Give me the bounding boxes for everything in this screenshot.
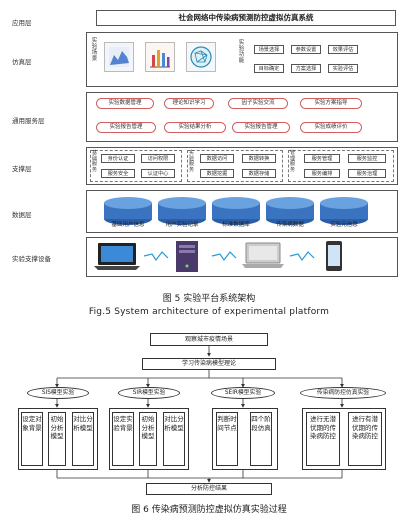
- figure-6-caption: 图 6 传染病预测防控虚拟仿真实验过程: [131, 505, 287, 515]
- sim-function-1: 场景选择: [254, 45, 284, 54]
- sim-function-4: 目标确定: [254, 64, 284, 73]
- database-icon: [158, 197, 206, 225]
- database-icon: [104, 197, 152, 225]
- sim-function-6: 实验评估: [328, 64, 358, 73]
- sir-step-1: 设定实验背景: [112, 412, 134, 466]
- databases-drawing: [104, 197, 368, 225]
- laptop-icon: [94, 243, 140, 270]
- sim-function-3: 效果评估: [328, 45, 358, 54]
- step-learn-theory: 学习传染病模型理论: [142, 358, 276, 370]
- step-analyze-results: 分析防控结果: [146, 483, 272, 495]
- device-layer-box: [86, 237, 398, 277]
- database-icon: [212, 197, 260, 225]
- network-globe-icon: [186, 42, 216, 72]
- support-item-cert: 认证中心: [141, 169, 175, 178]
- database-label-1: 基础用户信息: [111, 222, 145, 228]
- support-item-security: 服务安全: [101, 169, 135, 178]
- database-icon: [266, 197, 314, 225]
- service-item-6: 实验结果分析: [164, 122, 226, 133]
- sim-function-2: 参数设置: [291, 45, 321, 54]
- phone-icon: [326, 241, 342, 271]
- service-item-3: 因子实验交流: [228, 98, 288, 109]
- support-item-auth: 身份认证: [101, 154, 135, 163]
- service-item-4: 实验方案指导: [300, 98, 362, 109]
- sim-function-5: 方案选择: [291, 64, 321, 73]
- devices-drawing: [94, 241, 342, 272]
- layer-label-app: 应用层: [12, 19, 32, 27]
- layer-label-service: 通用服务层: [12, 117, 45, 125]
- server-icon: [176, 241, 198, 272]
- support-group-basic: [90, 150, 182, 182]
- support-group-exp: [187, 150, 283, 182]
- support-group-mgmt: [288, 150, 394, 182]
- service-item-5: 实验报告管理: [96, 122, 156, 133]
- seir-step-2: 四个阶段仿真: [250, 412, 272, 466]
- sis-step-3: 对比分析模型: [72, 412, 94, 466]
- layer-label-data: 数据层: [12, 211, 32, 219]
- sis-step-1: 设定对象背景: [21, 412, 43, 466]
- figure-5-caption-en: Fig.5 System architecture of experimenta…: [88, 307, 330, 317]
- database-icon: [320, 197, 368, 225]
- sim-layer-box: [86, 32, 398, 87]
- support-item-data-convert: 数据转换: [242, 154, 276, 163]
- service-item-8: 实验成绩评价: [300, 122, 362, 133]
- service-item-2: 理论知识学习: [164, 98, 214, 109]
- support-item-access: 访问权限: [141, 154, 175, 163]
- support-item-data-access: 数据访问: [200, 154, 234, 163]
- support-group-exp-label: 实验服务: [188, 150, 194, 173]
- service-item-7: 实验报告管理: [232, 122, 290, 133]
- figure-5-caption-cn: 图 5 实验平台系统架构: [162, 294, 256, 304]
- layer-label-support: 支撑层: [12, 165, 32, 173]
- control-step-1: 进行无潜伏期的传染病防控: [306, 412, 340, 466]
- branch-control-sim: 传染病防控仿真实验: [300, 387, 386, 399]
- branch-sir: SIR模型实验: [118, 387, 180, 399]
- support-item-svc-gov: 服务治理: [348, 169, 386, 178]
- system-title: 社会网络中传染病预测防控虚拟仿真系统: [96, 10, 396, 26]
- line-chart-icon: [104, 42, 134, 72]
- support-item-data-store: 数据存储: [242, 169, 276, 178]
- database-label-5: 实验元信息: [330, 222, 358, 228]
- support-layer-box: [86, 147, 398, 185]
- branch-seir: SEIR模型实验: [211, 387, 275, 399]
- branch-sis: SIS模型实验: [27, 387, 89, 399]
- support-item-svc-mgmt: 服务管理: [304, 154, 340, 163]
- sim-left-label: 实验场景: [91, 38, 98, 62]
- support-item-svc-orch: 服务编排: [304, 169, 340, 178]
- sir-step-3: 对比分析模型: [163, 412, 185, 466]
- seir-step-1: 判断时间节点: [216, 412, 238, 466]
- sis-step-2: 初始分析模型: [48, 412, 66, 466]
- network-link-icon: [143, 251, 315, 262]
- support-group-mgmt-label: 管理服务: [289, 150, 295, 173]
- service-item-1: 实验数据管理: [96, 98, 154, 109]
- sim-right-label: 实验功能: [238, 40, 245, 64]
- support-item-svc-monitor: 服务监控: [348, 154, 386, 163]
- laptop-icon: [242, 242, 284, 268]
- bar-chart-icon: [145, 42, 175, 72]
- database-label-3: 标准数据库: [222, 222, 250, 228]
- database-label-2: 用户实验记录: [165, 222, 199, 228]
- layer-label-sim: 仿真层: [12, 58, 32, 66]
- control-step-2: 进行有潜伏期的传染病防控: [348, 412, 382, 466]
- step-observe-scene: 观察城市疫情场景: [150, 333, 268, 346]
- database-label-4: 传染病数据: [276, 222, 304, 228]
- support-group-basic-label: 基础服务: [91, 150, 97, 173]
- layer-label-device: 实验支撑设备: [12, 255, 51, 263]
- support-item-data-mining: 数据挖掘: [200, 169, 234, 178]
- sir-step-2: 初始分析模型: [139, 412, 157, 466]
